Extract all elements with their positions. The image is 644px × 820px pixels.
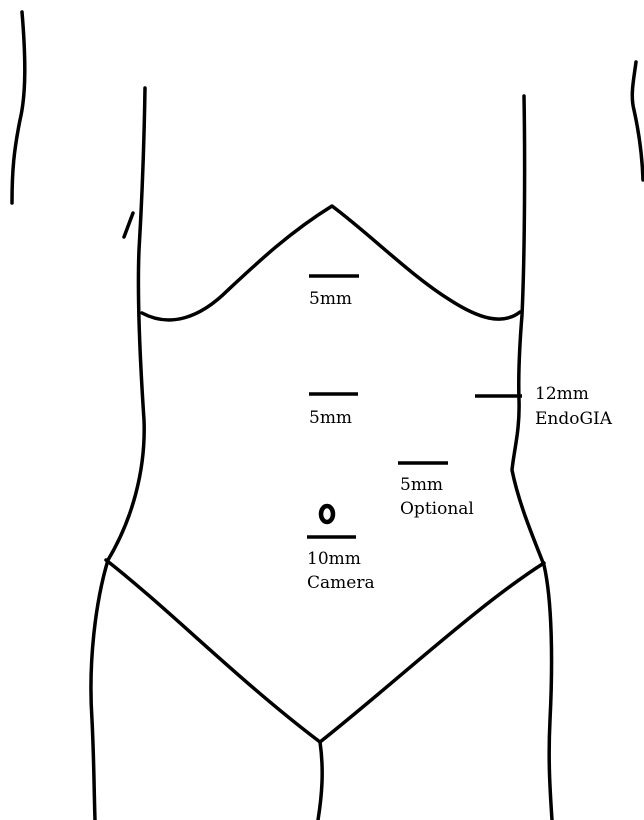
left-arm-outline bbox=[12, 12, 25, 203]
label-left-flank-device: EndoGIA bbox=[535, 409, 613, 429]
camera-port-marker-icon bbox=[321, 506, 333, 522]
label-camera-device: Camera bbox=[307, 573, 375, 593]
port-labels: 5mm 5mm 12mm EndoGIA 5mm Optional 10mm C… bbox=[307, 289, 613, 593]
label-epigastric: 5mm bbox=[309, 289, 352, 309]
label-left-flank-size: 12mm bbox=[535, 384, 589, 404]
left-back-notch bbox=[124, 213, 133, 237]
label-camera-size: 10mm bbox=[307, 549, 361, 569]
port-incisions bbox=[307, 276, 522, 537]
label-mid-upper: 5mm bbox=[309, 408, 352, 428]
label-optional-size: 5mm bbox=[400, 475, 443, 495]
left-torso-outline bbox=[91, 88, 145, 820]
legs-divider bbox=[318, 742, 322, 820]
right-arm-outline bbox=[632, 62, 643, 180]
right-torso-outline bbox=[512, 96, 552, 820]
label-optional-note: Optional bbox=[400, 499, 474, 519]
